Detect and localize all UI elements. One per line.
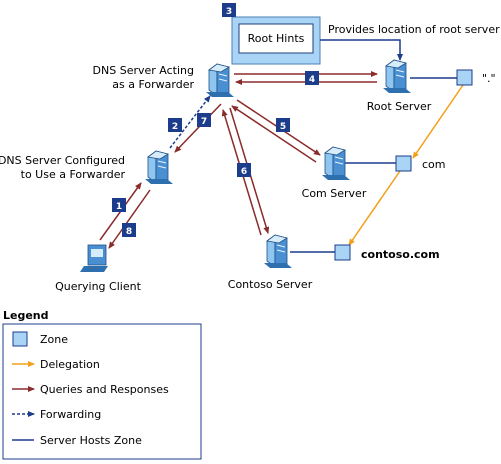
legend-forwarding-label: Forwarding (40, 408, 101, 421)
zone-contoso (334, 244, 351, 261)
legend-hosts-zone-label: Server Hosts Zone (40, 434, 142, 447)
svg-text:1: 1 (116, 202, 122, 212)
zone-com-label: com (422, 158, 446, 171)
step-badge-6: 6 (237, 163, 251, 177)
configured-label-line2: to Use a Forwarder (21, 168, 126, 181)
legend-delegation-label: Delegation (40, 358, 100, 371)
forwarder-server-icon (205, 63, 235, 98)
forwarding-arrow (169, 95, 211, 149)
svg-text:5: 5 (280, 122, 286, 132)
configured-label-line1: DNS Server Configured (0, 154, 125, 167)
svg-text:2: 2 (172, 122, 178, 132)
step-badge-7: 7 (197, 113, 211, 127)
zone-root-label: "." (482, 72, 496, 85)
step-badge-8: 8 (122, 223, 136, 237)
svg-text:7: 7 (201, 117, 207, 127)
root-hints-label: Root Hints (248, 32, 305, 45)
com-server-label: Com Server (302, 187, 367, 200)
root-hints-panel: Root Hints (231, 16, 321, 65)
forwarder-label-line2: as a Forwarder (112, 78, 194, 91)
legend-zone-label: Zone (40, 333, 68, 346)
client-label: Querying Client (55, 280, 141, 293)
forwarder-label-line1: DNS Server Acting (93, 64, 194, 77)
svg-text:8: 8 (126, 227, 132, 237)
contoso-server-icon (263, 234, 293, 269)
response-arrow-to-configured (174, 103, 222, 153)
root-hints-pointer (320, 39, 403, 61)
legend-queries-label: Queries and Responses (40, 383, 169, 396)
zone-root (456, 69, 473, 86)
root-server-label: Root Server (367, 100, 432, 113)
svg-text:4: 4 (309, 75, 315, 85)
zone-com (395, 155, 412, 172)
client-computer-icon (80, 244, 108, 272)
contoso-server-label: Contoso Server (228, 278, 313, 291)
legend-box: Zone Delegation Queries and Responses Fo… (2, 323, 202, 460)
response-arrow-from-com (231, 105, 317, 163)
step-badge-2: 2 (168, 118, 182, 132)
step-badge-5: 5 (276, 118, 290, 132)
root-hints-note: Provides location of root server (328, 23, 500, 36)
configured-server-icon (144, 150, 174, 185)
legend-title: Legend (3, 309, 49, 322)
legend-zone-swatch (12, 331, 28, 347)
root-server-icon (382, 59, 412, 94)
step-badge-3: 3 (222, 3, 236, 17)
zone-contoso-label: contoso.com (361, 248, 440, 261)
delegation-root-to-com (412, 84, 464, 159)
response-arrow-to-client (108, 189, 151, 249)
step-badge-1: 1 (112, 198, 126, 212)
svg-text:3: 3 (226, 7, 232, 17)
step-badge-4: 4 (305, 71, 319, 85)
delegation-com-to-contoso (348, 170, 401, 246)
svg-text:6: 6 (241, 167, 247, 177)
